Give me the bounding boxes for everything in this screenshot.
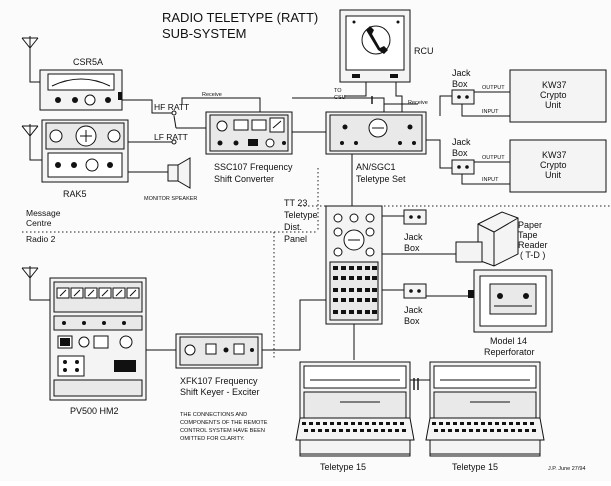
paper-tape-line1: Paper (518, 220, 542, 230)
rak5-label: RAK5 (63, 189, 87, 199)
message-centre-line2: Centre (26, 218, 52, 228)
jack-box-3 (403, 209, 427, 225)
jack-box-4 (403, 283, 427, 299)
kw37-1-line3: Unit (545, 100, 562, 110)
paper-tape-line4: ( T-D ) (520, 250, 545, 260)
csr5a-label: CSR5A (73, 57, 103, 67)
model14-line1: Model 14 (490, 336, 527, 346)
xfk107-line1: XFK107 Frequency (180, 376, 258, 386)
receive-right-label: Receive (408, 100, 428, 106)
model14-reperforator (468, 269, 553, 333)
output-1-label: OUTPUT (482, 85, 505, 91)
xfk107-line2: Shift Keyer - Exciter (180, 387, 260, 397)
an-sgc1-teletype-set (325, 111, 427, 155)
tt23-distribution-panel (325, 205, 383, 325)
hf-line (122, 99, 172, 114)
teletype15-right-label: Teletype 15 (452, 462, 498, 472)
hf-ratt-label: HF RATT (154, 102, 189, 112)
pv500-transmitter (49, 277, 147, 401)
input-2-label: INPUT (482, 177, 499, 183)
jack-box-1 (451, 89, 475, 105)
teletype15-left (295, 361, 415, 457)
tt23-line3: Dist. (284, 222, 302, 232)
ssc107-label-line2: Shift Converter (214, 174, 274, 184)
message-centre-line1: Message (26, 208, 61, 218)
title-line2: SUB-SYSTEM (162, 26, 247, 41)
rak5-receiver (41, 119, 129, 183)
rcu-label: RCU (414, 46, 434, 56)
jack-box-1-label-b: Box (452, 79, 468, 89)
jack-box-3-label-b: Box (404, 243, 420, 253)
ssc107-label-line1: SSC107 Frequency (214, 162, 293, 172)
rcu-telephone (339, 9, 411, 83)
tt23-line1: TT 23 (284, 198, 307, 208)
lf-ratt-label: LF RATT (154, 132, 188, 142)
paper-tape-line2: Tape (518, 230, 538, 240)
teletype15-right (425, 361, 545, 457)
an-sgc1-label-line2: Teletype Set (356, 174, 406, 184)
input-1-label: INPUT (482, 109, 499, 115)
jack-box-4-label-a: Jack (404, 305, 423, 315)
tt23-line2: Teletype (284, 210, 318, 220)
title-line1: RADIO TELETYPE (RATT) (162, 10, 318, 25)
paper-tape-line3: Reader (518, 240, 548, 250)
receive-left-label: Receive (202, 92, 222, 98)
kw37-2-line2: Crypto (540, 160, 567, 170)
radio-2-label: Radio 2 (26, 234, 56, 244)
hf-lf-switch-icon (171, 110, 188, 145)
ssc107-converter (205, 111, 293, 155)
jack-box-2 (451, 159, 475, 175)
credit-label: J.P. June 27/94 (548, 466, 586, 472)
model14-line2: Reperforator (484, 347, 535, 357)
kw37-2-line3: Unit (545, 170, 562, 180)
note-line2: COMPONENTS OF THE REMOTE (180, 420, 268, 426)
csr5a-receiver (39, 69, 123, 111)
antenna-top-icon (21, 36, 40, 83)
monitor-speaker-icon (167, 157, 191, 189)
note-line3: CONTROL SYSTEM HAVE BEEN (180, 428, 265, 434)
jack-box-4-label-b: Box (404, 316, 420, 326)
pv500-label: PV500 HM2 (70, 406, 119, 416)
kw37-1-line1: KW37 (542, 80, 567, 90)
jack-box-2-label-a: Jack (452, 137, 471, 147)
kw37-2-line1: KW37 (542, 150, 567, 160)
jack-box-1-label-a: Jack (452, 68, 471, 78)
kw37-1-line2: Crypto (540, 90, 567, 100)
paper-tape-reader (455, 211, 519, 267)
teletype15-left-label: Teletype 15 (320, 462, 366, 472)
note-line1: THE CONNECTIONS AND (180, 412, 247, 418)
jack-box-2-label-b: Box (452, 148, 468, 158)
an-sgc1-label-line1: AN/SGC1 (356, 162, 396, 172)
monitor-speaker-label: MONITOR SPEAKER (144, 196, 197, 202)
kw37-unit-1 (509, 69, 607, 123)
antenna-pv500-icon (21, 266, 39, 292)
tt23-line4: Panel (284, 234, 307, 244)
kw37-unit-2 (509, 139, 607, 193)
output-2-label: OUTPUT (482, 155, 505, 161)
antenna-rak5-icon (21, 124, 39, 152)
xfk107-keyer-exciter (175, 333, 263, 369)
to-csu-label-1: TO (334, 88, 342, 94)
jack-box-3-label-a: Jack (404, 232, 423, 242)
note-line4: OMITTED FOR CLARITY. (180, 436, 245, 442)
